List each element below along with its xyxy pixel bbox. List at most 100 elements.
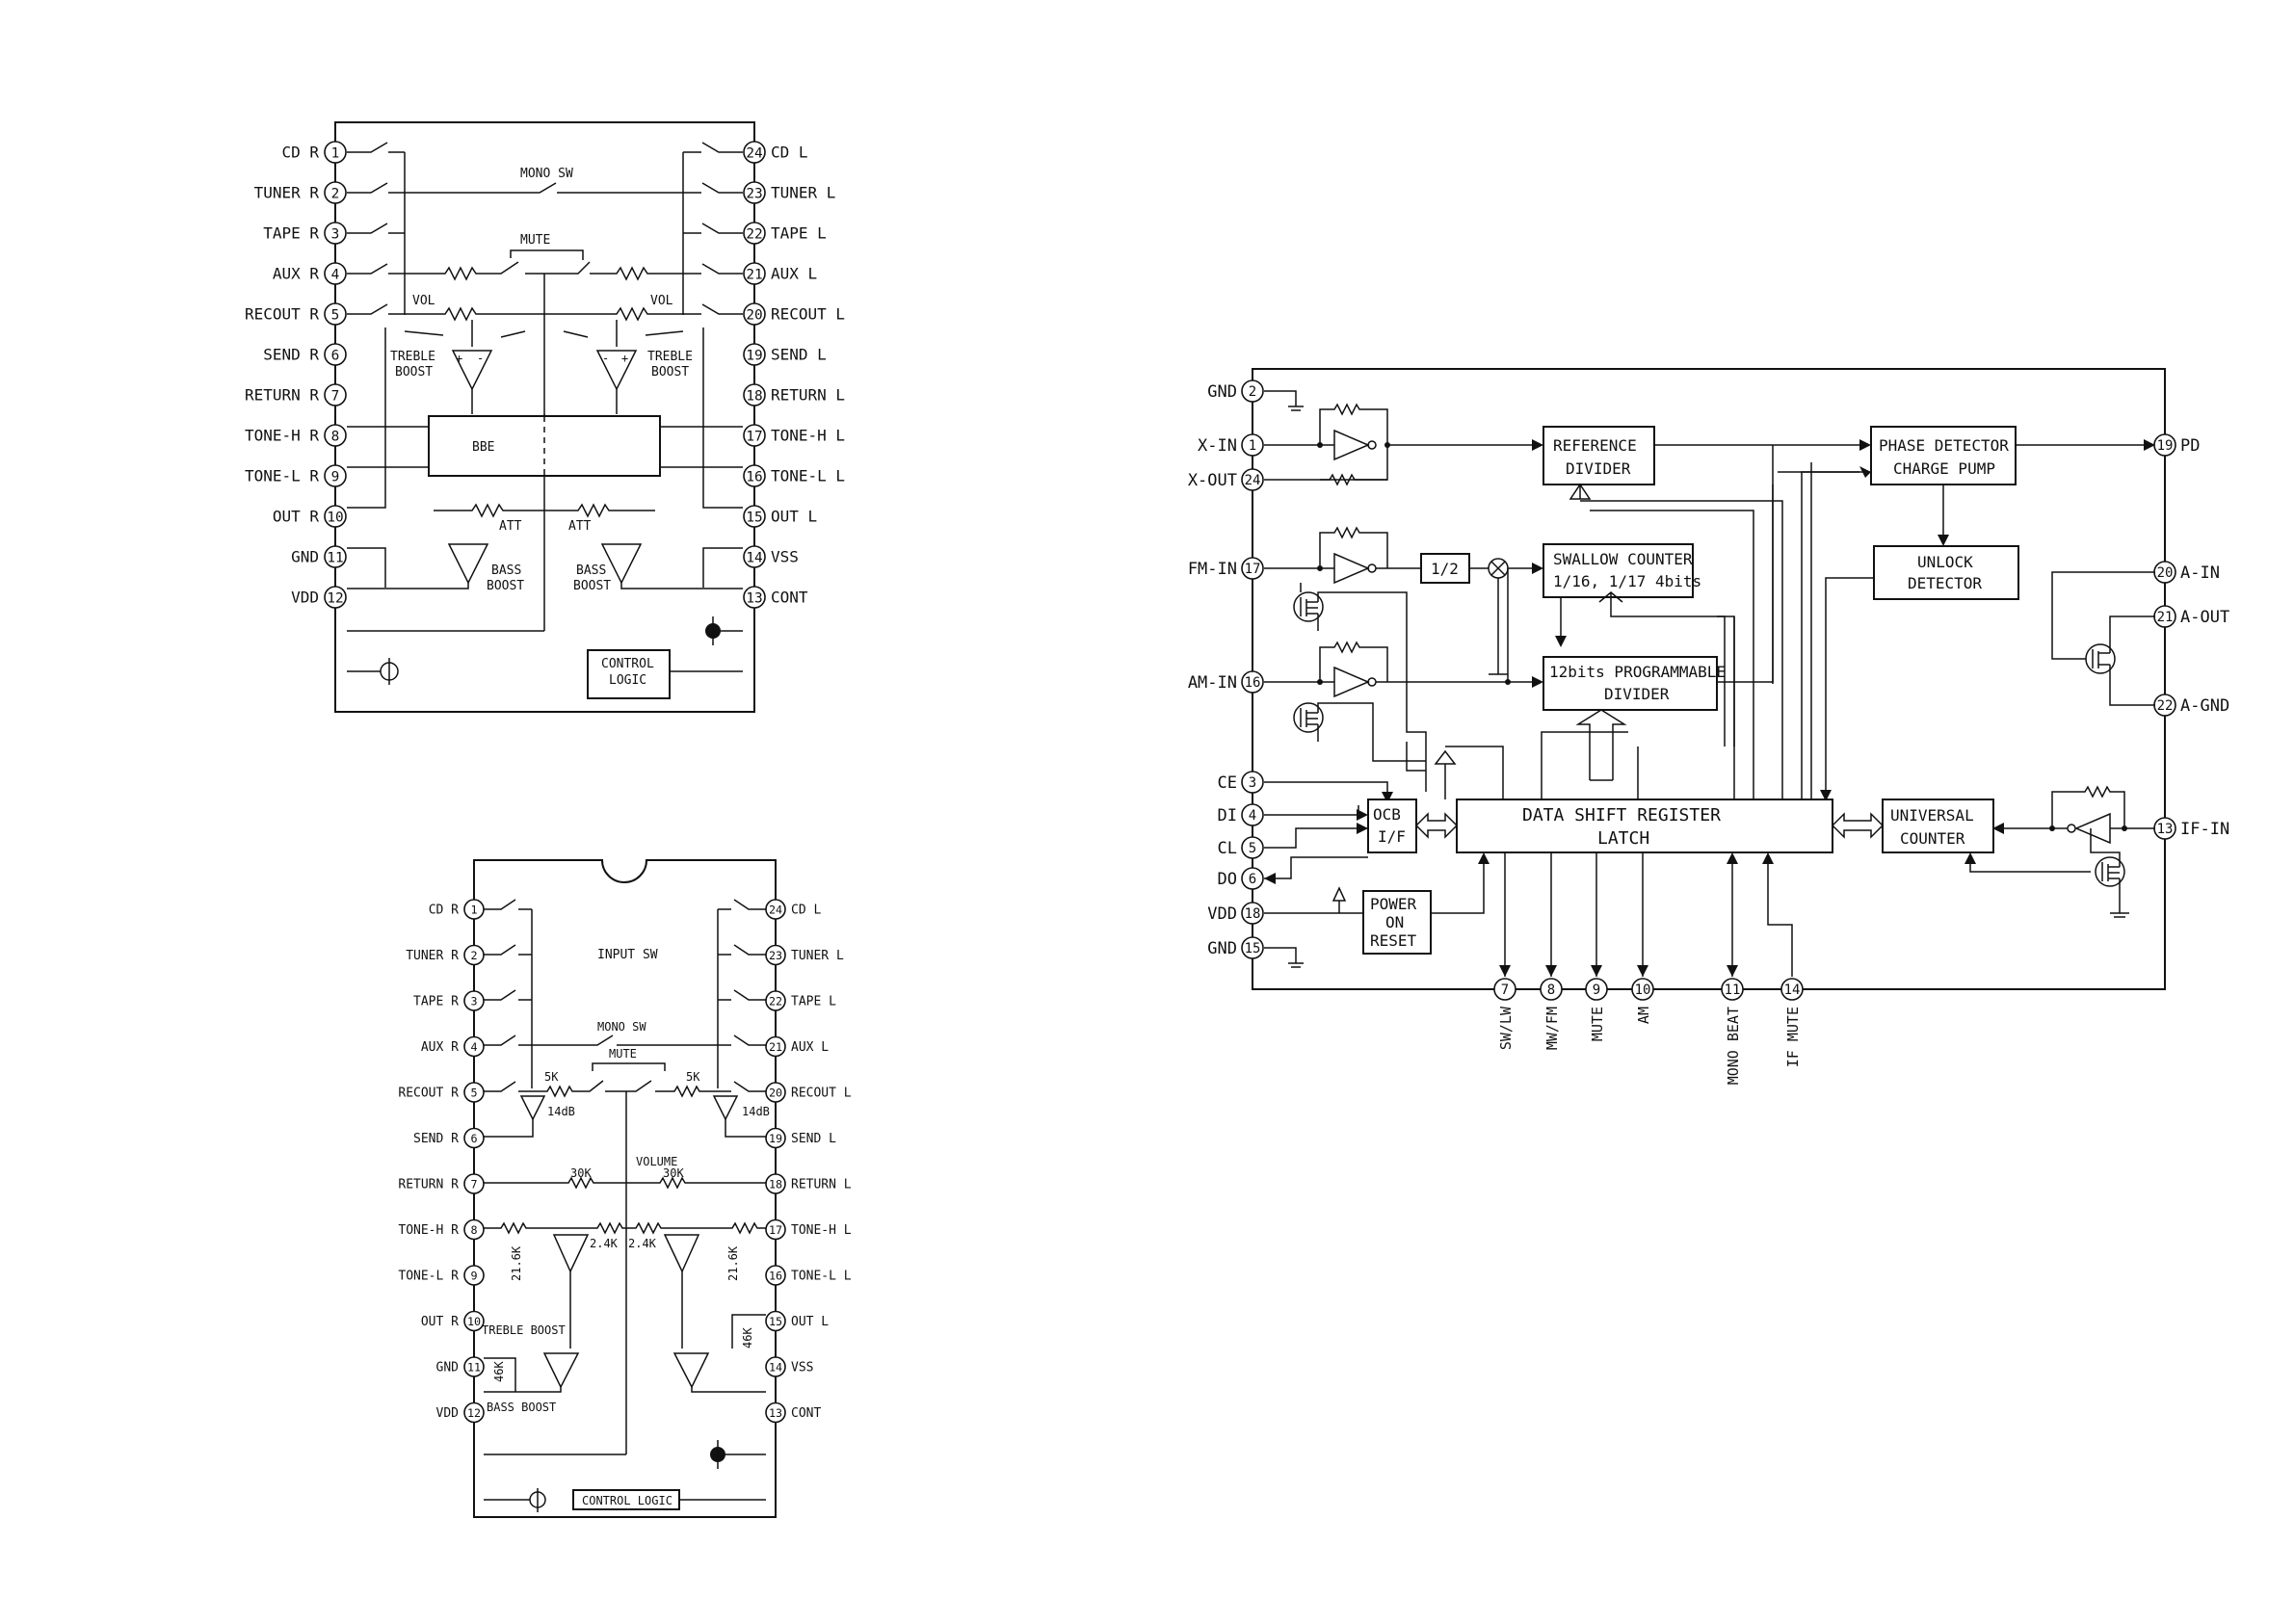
ic3-ocb-label-2: I/F <box>1378 827 1406 846</box>
pin-number: 14 <box>746 551 762 566</box>
ic1-bbe-label: BBE <box>472 440 494 455</box>
pin-label: FM-IN <box>1188 560 1237 579</box>
pin-label: RECOUT L <box>771 305 845 324</box>
ic2-input-sw-label: INPUT SW <box>597 948 658 962</box>
ic3-pin-6: 6 DO <box>1218 867 1264 890</box>
pin-number: 16 <box>746 470 762 485</box>
ic3-ref-label-2: DIVIDER <box>1566 459 1631 478</box>
pin-number: 19 <box>769 1132 782 1145</box>
pin-label: AUX L <box>771 265 817 283</box>
pin-number: 2 <box>1249 384 1256 400</box>
ic2-5k-right: 5K <box>686 1070 700 1084</box>
pin-number: 22 <box>769 995 782 1008</box>
pin-label: VDD <box>291 589 319 607</box>
ic3-dsr-label-2: LATCH <box>1597 828 1649 849</box>
ic2-mute-label: MUTE <box>609 1047 637 1061</box>
pin-label: TAPE R <box>263 224 319 243</box>
ic2-bass-boost: BASS BOOST <box>487 1401 556 1414</box>
ic2-pin-17: 17 TONE-H L <box>765 1218 852 1241</box>
ic3-pin-5: 5CL <box>1218 836 1264 859</box>
pin-label: IF MUTE <box>1784 1007 1802 1067</box>
ic2-30k-right: 30K <box>663 1166 684 1180</box>
pin-number: 8 <box>1547 982 1555 998</box>
ic3-phase-detector <box>1870 426 2017 485</box>
ic3-pg-label-2: DIVIDER <box>1604 685 1670 703</box>
pin-number: 13 <box>2157 822 2174 837</box>
ic1-bass-left: BASS <box>491 563 521 578</box>
ic1-input-switches-left <box>347 142 406 315</box>
ic1-mono-sw-label: MONO SW <box>520 167 573 181</box>
ic1-bass-boost-right: BOOST <box>573 579 611 593</box>
pin-number: 1 <box>331 146 340 162</box>
pin-label: CD R <box>281 144 319 162</box>
ic1-bass-right: BASS <box>576 563 606 578</box>
pin-number: 10 <box>467 1315 481 1328</box>
ic2-21-6k-left: 21.6K <box>510 1245 523 1281</box>
ic2-pin-1: 1CD R <box>429 899 485 920</box>
pin-number: 23 <box>746 187 762 202</box>
pin-label: GND <box>1207 382 1237 402</box>
pin-label: RECOUT R <box>398 1087 459 1101</box>
ic2-control-logic-label: CONTROL LOGIC <box>582 1494 672 1507</box>
ic3-pin-2: 2 GND <box>1207 380 1264 403</box>
pin-label: TUNER L <box>791 949 844 963</box>
pin-label: CONT <box>771 589 808 607</box>
ic3-uc-label-2: COUNTER <box>1900 829 1965 848</box>
pin-label: OUT R <box>421 1315 459 1329</box>
pin-number: 9 <box>331 470 340 485</box>
pin-number: 19 <box>746 349 762 364</box>
pin-label: TONE-H L <box>771 427 845 445</box>
ic1-pin-20: 20 RECOUT L <box>743 302 845 326</box>
ic1-boost-right: BOOST <box>651 365 689 380</box>
pin-label: SEND L <box>771 346 827 364</box>
pin-number: 14 <box>769 1361 782 1375</box>
pin-number: 3 <box>331 227 340 243</box>
pin-label: SEND R <box>413 1132 459 1146</box>
ic1-input-switches-right <box>682 142 743 315</box>
pin-label: OUT R <box>273 508 320 526</box>
pin-number: 15 <box>769 1315 782 1328</box>
ic2-pin-19: 19 SEND L <box>765 1127 836 1149</box>
pin-label: DO <box>1218 870 1237 889</box>
pin-number: 14 <box>1784 982 1801 998</box>
ic1-att-right: ATT <box>568 519 592 534</box>
ic2-21-6k-right: 21.6K <box>726 1245 740 1281</box>
pin-label: SW/LW <box>1497 1006 1515 1050</box>
ic2-gain-left: 14dB <box>547 1105 575 1118</box>
pin-label: TONE-H R <box>398 1223 459 1238</box>
pin-number: 6 <box>1249 872 1256 887</box>
pin-number: 24 <box>1245 473 1261 488</box>
pin-label: X-OUT <box>1188 471 1237 490</box>
pin-number: 17 <box>1245 562 1261 577</box>
ic2-treble-boost: TREBLE BOOST <box>482 1323 566 1337</box>
pin-label: TONE-H L <box>791 1223 852 1238</box>
ic3-swallow-counter <box>1543 543 1694 598</box>
ic3-por-label-3: RESET <box>1370 931 1417 950</box>
pin-label: SEND L <box>791 1132 836 1146</box>
ic2-2-4k-left: 2.4K <box>590 1237 619 1250</box>
pin-label: CE <box>1218 773 1237 793</box>
ic3-pll-block-diagram: 2GND1X-IN24X-OUT17FM-IN16AM-IN3CE4DI5CL6… <box>1188 368 2229 1085</box>
pin-label: RETURN L <box>791 1178 852 1192</box>
ic2-30k-left: 30K <box>570 1166 592 1180</box>
pin-label: TUNER R <box>254 184 320 202</box>
pin-number: 5 <box>331 308 340 324</box>
pin-number: 17 <box>769 1223 782 1237</box>
pin-label: TAPE L <box>791 995 836 1009</box>
pin-label: AM <box>1635 1007 1652 1024</box>
pin-number: 20 <box>746 308 762 324</box>
pin-number: 13 <box>769 1406 782 1420</box>
ic3-pg-label-1: 12bits PROGRAMMABLE <box>1549 663 1726 681</box>
pin-number: 5 <box>1249 841 1256 856</box>
pin-label: RETURN L <box>771 386 845 405</box>
